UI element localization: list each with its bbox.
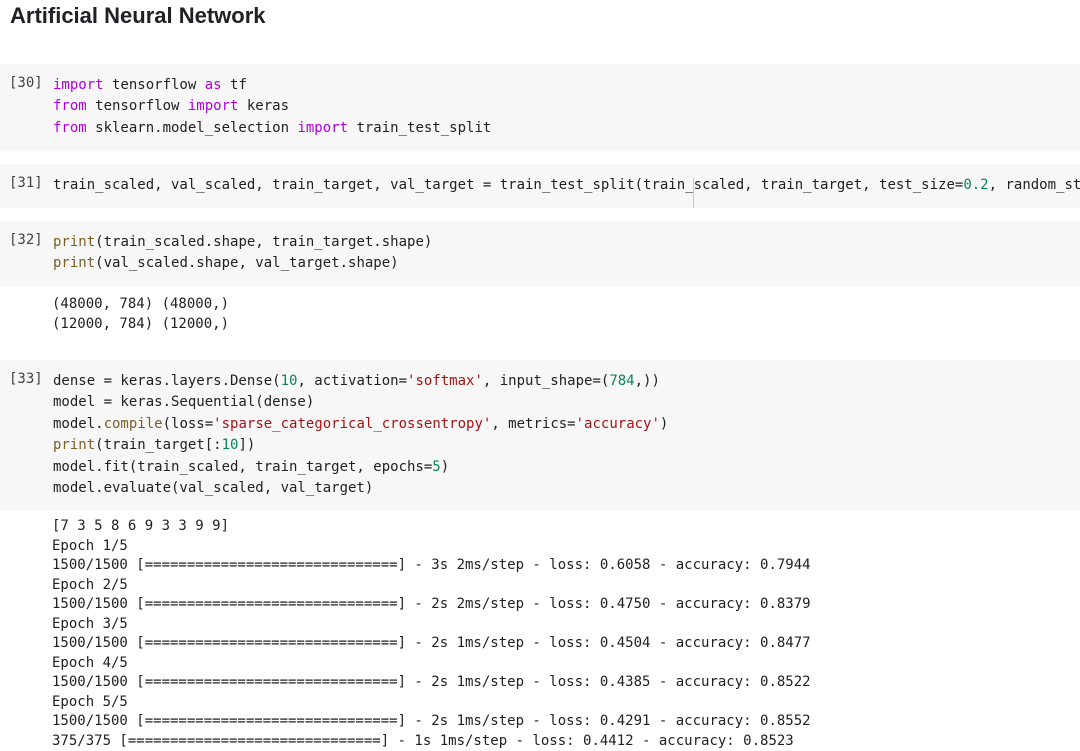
code-cell-32[interactable]: [32] print(train_scaled.shape, train_tar…	[0, 221, 1080, 286]
output-line: 1500/1500 [=============================…	[52, 634, 811, 654]
code-token: from	[53, 120, 87, 136]
code-token: train_test_split	[348, 120, 491, 136]
code-token: print	[53, 255, 95, 271]
output-line: Epoch 1/5	[52, 537, 811, 557]
code-line: dense = keras.layers.Dense(10, activatio…	[53, 371, 668, 392]
code-token: 'accuracy'	[576, 416, 660, 432]
code-token: compile	[104, 416, 163, 432]
code-token: keras	[238, 98, 289, 114]
code-token: print	[53, 234, 95, 250]
output-line: 1500/1500 [=============================…	[52, 712, 811, 732]
code-token: (val_scaled.shape, val_target.shape)	[95, 255, 398, 271]
code-cell-33[interactable]: [33] dense = keras.layers.Dense(10, acti…	[0, 360, 1080, 510]
code-token: )	[660, 416, 668, 432]
cell-prompt: [30]	[9, 75, 43, 91]
code-token: as	[205, 77, 222, 93]
code-token: (train_scaled.shape, train_target.shape)	[95, 234, 432, 250]
code-token: 10	[222, 437, 239, 453]
code-line: model.evaluate(val_scaled, val_target)	[53, 478, 668, 499]
code-token: tf	[222, 77, 247, 93]
cell-prompt: [33]	[9, 371, 43, 387]
code-token: , metrics=	[491, 416, 575, 432]
code-token: )	[441, 459, 449, 475]
code-token: import	[188, 98, 239, 114]
output-line: 1500/1500 [=============================…	[52, 556, 811, 576]
output-line: Epoch 2/5	[52, 576, 811, 596]
output-line: Epoch 5/5	[52, 693, 811, 713]
code-editor[interactable]: train_scaled, val_scaled, train_target, …	[53, 175, 1080, 196]
output-line: 1500/1500 [=============================…	[52, 595, 811, 615]
output-line: Epoch 4/5	[52, 654, 811, 674]
code-token: model.fit(train_scaled, train_target, ep…	[53, 459, 432, 475]
code-line: model.fit(train_scaled, train_target, ep…	[53, 457, 668, 478]
code-line: from sklearn.model_selection import trai…	[53, 118, 491, 139]
output-line: (12000, 784) (12000,)	[52, 315, 229, 335]
code-token: ])	[238, 437, 255, 453]
code-token: 0.2	[963, 177, 988, 193]
code-token: 10	[281, 373, 298, 389]
code-token: train_scaled, val_scaled, train_target, …	[53, 177, 963, 193]
code-line: train_scaled, val_scaled, train_target, …	[53, 175, 1080, 196]
code-token: model = keras.Sequential(dense)	[53, 394, 314, 410]
code-cell-31[interactable]: [31] train_scaled, val_scaled, train_tar…	[0, 164, 1080, 208]
code-token: 784	[609, 373, 634, 389]
code-editor[interactable]: dense = keras.layers.Dense(10, activatio…	[53, 371, 668, 499]
code-token: model.	[53, 416, 104, 432]
text-cursor	[693, 178, 694, 208]
cell-prompt: [31]	[9, 175, 43, 191]
output-line: (48000, 784) (48000,)	[52, 295, 229, 315]
code-line: model = keras.Sequential(dense)	[53, 392, 668, 413]
code-token: , input_shape=(	[483, 373, 609, 389]
code-editor[interactable]: print(train_scaled.shape, train_target.s…	[53, 232, 432, 275]
output-line: Epoch 3/5	[52, 615, 811, 635]
code-line: print(train_target[:10])	[53, 435, 668, 456]
output-line: 375/375 [==============================]…	[52, 732, 811, 751]
code-token: import	[297, 120, 348, 136]
output-line: 1500/1500 [=============================…	[52, 673, 811, 693]
code-token: sklearn.model_selection	[87, 120, 298, 136]
code-token: 'sparse_categorical_crossentropy'	[213, 416, 491, 432]
code-line: print(train_scaled.shape, train_target.s…	[53, 232, 432, 253]
code-line: print(val_scaled.shape, val_target.shape…	[53, 253, 432, 274]
code-token: 'softmax'	[407, 373, 483, 389]
code-token: 5	[432, 459, 440, 475]
code-token: , random_state=	[989, 177, 1080, 193]
code-token: tensorflow	[104, 77, 205, 93]
cell-prompt: [32]	[9, 232, 43, 248]
cell-output: (48000, 784) (48000,)(12000, 784) (12000…	[52, 295, 229, 334]
code-token: tensorflow	[87, 98, 188, 114]
code-token: (train_target[:	[95, 437, 221, 453]
code-token: print	[53, 437, 95, 453]
code-line: model.compile(loss='sparse_categorical_c…	[53, 414, 668, 435]
code-token: from	[53, 98, 87, 114]
code-token: model.evaluate(val_scaled, val_target)	[53, 480, 373, 496]
code-token: import	[53, 77, 104, 93]
code-token: ,))	[635, 373, 660, 389]
code-token: dense = keras.layers.Dense(	[53, 373, 281, 389]
code-token: , activation=	[297, 373, 407, 389]
code-line: import tensorflow as tf	[53, 75, 491, 96]
notebook-heading: Artificial Neural Network	[10, 2, 266, 30]
output-line: [7 3 5 8 6 9 3 3 9 9]	[52, 517, 811, 537]
code-token: (loss=	[163, 416, 214, 432]
code-line: from tensorflow import keras	[53, 96, 491, 117]
